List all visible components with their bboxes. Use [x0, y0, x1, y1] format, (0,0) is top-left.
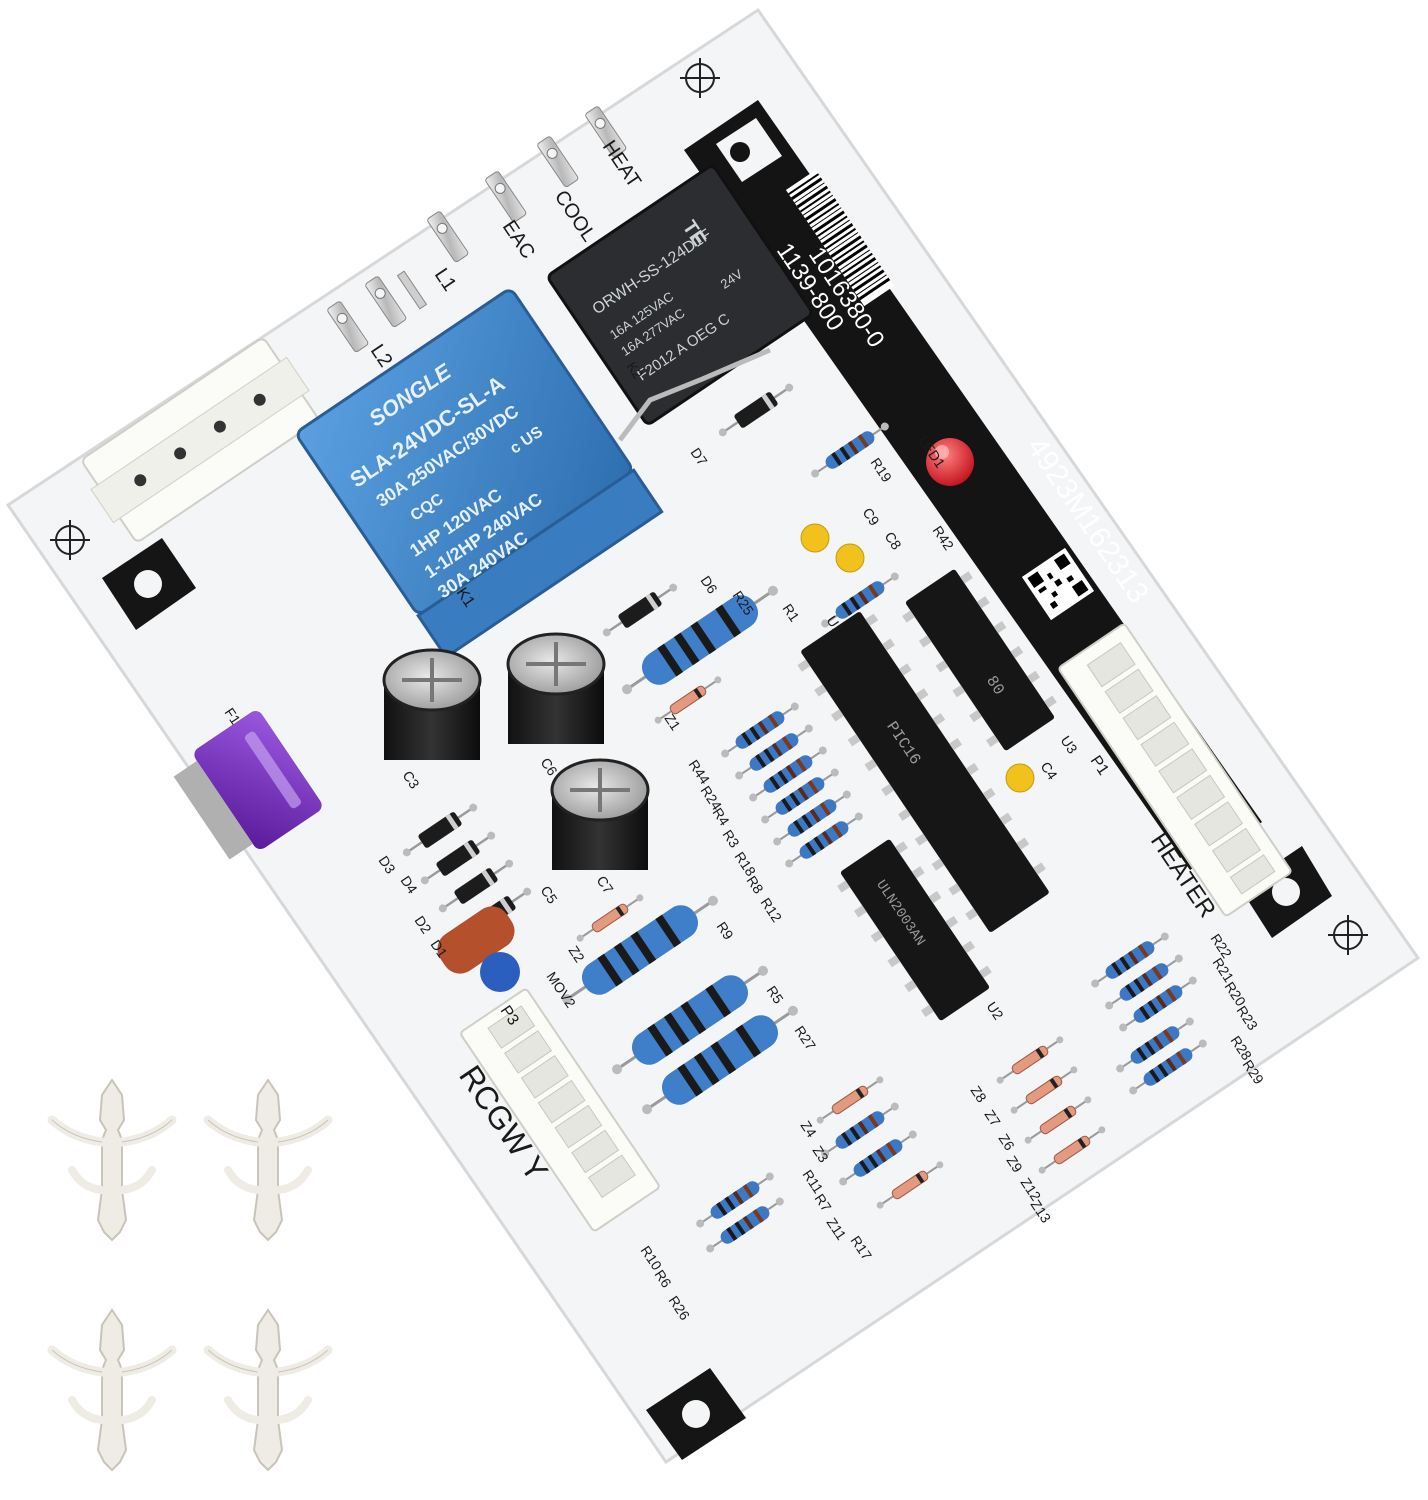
terminal — [365, 276, 407, 328]
control-board: 1139-800 1016380-0 4923M162313 L2 L — [5, 7, 1421, 1465]
fuse-f1 — [173, 710, 322, 860]
ceramic-caps — [800, 523, 1035, 793]
nylon-clip — [208, 1310, 328, 1470]
capacitor-c7 — [550, 758, 650, 870]
jumper-wire — [618, 347, 799, 443]
terminal — [585, 106, 627, 158]
connector-p3 — [460, 988, 660, 1232]
mounting-pad — [646, 1368, 746, 1460]
terminal — [427, 211, 469, 263]
nylon-clip — [52, 1310, 172, 1470]
svg-text:Z6: Z6 — [996, 1131, 1019, 1154]
svg-text:Z8: Z8 — [968, 1083, 991, 1106]
relay-k1: SONGLE SLA-24VDC-SL-A 30A 250VAC/30VDC C… — [296, 289, 664, 660]
terminal — [537, 136, 579, 188]
nylon-clip — [208, 1080, 328, 1240]
mounting-hole — [680, 58, 720, 98]
terminal-row — [327, 106, 627, 353]
qr-code — [1021, 547, 1095, 621]
ic-u3: 80 — [902, 569, 1057, 751]
mounting-pad — [1240, 846, 1332, 938]
connector-p1 — [1058, 623, 1292, 917]
terminal — [485, 171, 527, 223]
terminal — [327, 301, 369, 353]
ic-u2: ULN2003AN — [837, 839, 992, 1021]
svg-text:Z9: Z9 — [1004, 1153, 1027, 1176]
capacitor-c5 — [480, 952, 520, 992]
svg-text:F1: F1 — [222, 705, 245, 728]
capacitor-c6 — [506, 632, 606, 744]
mounting-pad — [102, 538, 196, 630]
svg-text:Z2: Z2 — [566, 943, 589, 966]
mounting-hole — [1328, 915, 1368, 955]
ic-u1: PIC16 — [797, 612, 1049, 932]
svg-text:Z1: Z1 — [662, 711, 685, 734]
mounting-hole — [50, 520, 90, 560]
svg-text:Z7: Z7 — [982, 1107, 1005, 1130]
svg-text:Z4: Z4 — [798, 1118, 821, 1141]
power-connector — [82, 338, 318, 542]
nylon-clip — [52, 1080, 172, 1240]
terminal — [396, 270, 428, 310]
mov2 — [437, 906, 515, 974]
capacitor-c3 — [382, 648, 482, 760]
svg-text:Z3: Z3 — [810, 1143, 833, 1166]
led1 — [926, 438, 974, 486]
